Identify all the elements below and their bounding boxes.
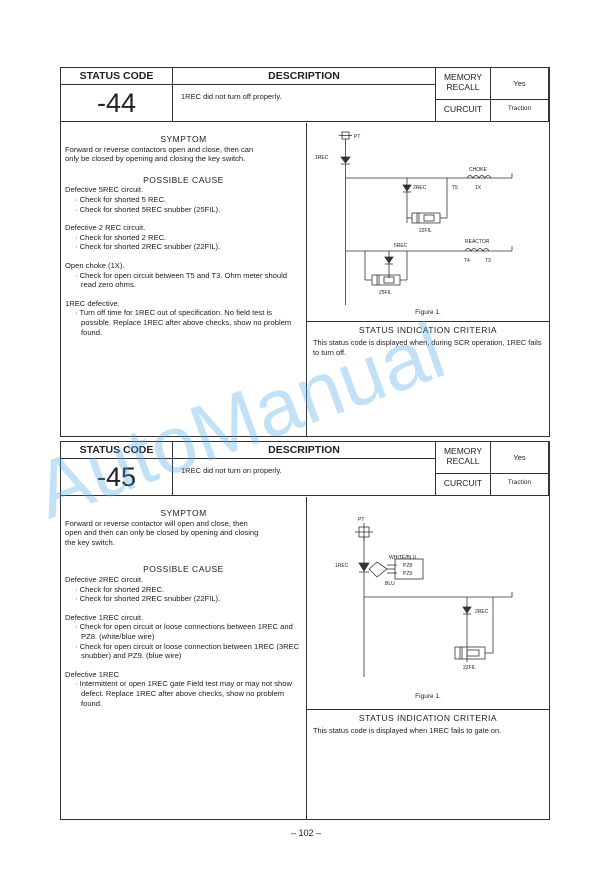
label-pz8: PZ8	[403, 563, 412, 569]
description-text: 1REC did not turn on properly.	[181, 466, 282, 475]
description-label: DESCRIPTION	[173, 444, 435, 459]
figure-criteria-panel: PT 1REC 2REC T5 CHOKE 1X 22FIL 5REC REAC…	[307, 123, 549, 436]
criteria-text: This status code is displayed when 1REC …	[313, 726, 502, 735]
figure-caption: Figure 1.	[415, 693, 441, 700]
cause-item: · Check for shorted 2REC.	[75, 584, 165, 594]
memory-recall-label: MEMORY RECALL	[443, 72, 483, 92]
label-1x: 1X	[475, 185, 482, 191]
criteria-heading: STATUS INDICATION CRITERIA	[358, 325, 498, 335]
circuit-value: Traction	[507, 105, 532, 112]
cause-title: Defective 1REC circuit.	[65, 612, 144, 622]
label-white-blu: WHITE/BLU	[389, 555, 417, 561]
description-cell: DESCRIPTION 1REC did not turn off proper…	[173, 68, 436, 121]
cause-title: Defective 5REC circuit.	[65, 185, 144, 195]
symptom-line: open and then can only be closed by open…	[65, 528, 259, 538]
label-2rec: 2REC	[413, 185, 427, 191]
figure-caption: Figure 1.	[415, 309, 441, 316]
cause-item: · Check for shorted 5REC snubber (25FIL)…	[75, 204, 221, 214]
status-code-label: STATUS CODE	[61, 70, 172, 85]
label-t3: T3	[485, 258, 491, 264]
circuit-value: Traction	[507, 479, 532, 486]
label-pt: PT	[354, 134, 360, 140]
status-code-card-44: STATUS CODE -44 DESCRIPTION 1REC did not…	[60, 67, 550, 437]
label-2rec: 2REC	[475, 609, 489, 615]
symptom-line: only be closed by opening and closing th…	[65, 154, 246, 164]
cause-item: · Check for shorted 2REC snubber (22FIL)…	[75, 242, 221, 252]
symptom-cause-panel: SYMPTOM Forward or reverse contactor wil…	[61, 497, 307, 819]
description-label: DESCRIPTION	[173, 70, 435, 85]
cause-item: · Check for open circuit or loose connec…	[75, 622, 293, 641]
label-22fil: 22FIL	[419, 228, 432, 234]
label-reactor: REACTOR	[465, 239, 490, 245]
label-1rec: 1REC	[335, 563, 349, 569]
memory-circuit-value-cell: Yes Traction	[491, 442, 549, 495]
label-5rec: 5REC	[394, 243, 408, 249]
memory-circuit-label-cell: MEMORY RECALL CURCUIT	[436, 68, 491, 121]
circuit-diagram-44: PT 1REC 2REC T5 CHOKE 1X 22FIL 5REC REAC…	[315, 131, 513, 305]
label-25fil: 25FIL	[379, 290, 392, 296]
memory-recall-value: Yes	[513, 79, 526, 88]
cause-title: Defective 2REC circuit.	[65, 574, 144, 584]
circuit-label: CURCUIT	[443, 478, 483, 488]
memory-circuit-label-cell: MEMORY RECALL CURCUIT	[436, 442, 491, 495]
symptom-heading: SYMPTOM	[160, 508, 207, 518]
cause-title: Defective 2 REC circuit.	[65, 223, 146, 233]
symptom-heading: SYMPTOM	[160, 134, 207, 144]
figure-criteria-panel: PT 1REC WHITE/BLU BLU PZ8 PZ9 2REC 22FIL…	[307, 497, 549, 819]
card-header: STATUS CODE -44 DESCRIPTION 1REC did not…	[61, 68, 549, 122]
status-code-cell: STATUS CODE -44	[61, 68, 173, 121]
cause-title: Open choke (1X).	[65, 260, 125, 270]
cause-item: · Check for open circuit between T5 and …	[75, 270, 288, 290]
figure-1: PT 1REC WHITE/BLU BLU PZ8 PZ9 2REC 22FIL	[307, 497, 549, 692]
description-text: 1REC did not turn off properly.	[181, 92, 282, 101]
criteria-heading: STATUS INDICATION CRITERIA	[358, 713, 498, 723]
cause-item: · Check for open circuit or loose connec…	[75, 641, 300, 661]
circuit-diagram-45: PT 1REC WHITE/BLU BLU PZ8 PZ9 2REC 22FIL	[335, 517, 513, 677]
cause-item: · Check for shorted 2 REC.	[75, 232, 167, 242]
label-t4: T4	[464, 258, 470, 264]
label-22fil: 22FIL	[463, 665, 476, 671]
cause-item: · Turn off time for 1REC out of specific…	[75, 308, 292, 337]
status-code-cell: STATUS CODE -45	[61, 442, 173, 495]
cause-title: Defective 1REC	[65, 669, 120, 679]
symptom-line: Forward or reverse contactor will open a…	[65, 518, 248, 528]
symptom-cause-panel: SYMPTOM Forward or reverse contactors op…	[61, 123, 307, 436]
status-code-number: -45	[96, 462, 137, 492]
status-code-card-45: STATUS CODE -45 DESCRIPTION 1REC did not…	[60, 441, 550, 820]
cause-item: · Intermittent or open 1REC gate Field t…	[75, 679, 292, 708]
label-blu: BLU	[385, 581, 395, 587]
page-number: – 102 –	[290, 828, 322, 838]
description-cell: DESCRIPTION 1REC did not turn on properl…	[173, 442, 436, 495]
cause-item: · Check for shorted 2REC snubber (22FIL)…	[75, 594, 221, 604]
status-code-number: -44	[96, 88, 137, 118]
card-header: STATUS CODE -45 DESCRIPTION 1REC did not…	[61, 442, 549, 496]
label-pt: PT	[358, 517, 364, 523]
criteria-text: This status code is displayed when, duri…	[313, 338, 542, 357]
circuit-label: CURCUIT	[443, 104, 483, 114]
label-pz9: PZ9	[403, 571, 412, 577]
memory-recall-label: MEMORY RECALL	[443, 446, 483, 466]
possible-cause-heading: POSSIBLE CAUSE	[143, 564, 224, 575]
figure-1: PT 1REC 2REC T5 CHOKE 1X 22FIL 5REC REAC…	[307, 123, 549, 313]
symptom-line: Forward or reverse contactors open and c…	[65, 144, 254, 154]
cause-item: · Check for shorted 5 REC.	[75, 194, 167, 204]
status-code-label: STATUS CODE	[61, 444, 172, 459]
label-t5: T5	[452, 185, 458, 191]
cause-title: 1REC defective.	[65, 298, 120, 308]
status-indication-criteria: STATUS INDICATION CRITERIA This status c…	[307, 709, 549, 736]
memory-circuit-value-cell: Yes Traction	[491, 68, 549, 121]
label-1rec: 1REC	[315, 155, 329, 161]
status-indication-criteria: STATUS INDICATION CRITERIA This status c…	[307, 321, 549, 357]
label-choke: CHOKE	[469, 167, 487, 173]
possible-cause-heading: POSSIBLE CAUSE	[143, 174, 224, 185]
memory-recall-value: Yes	[513, 453, 526, 462]
symptom-line: the key switch.	[65, 537, 115, 547]
